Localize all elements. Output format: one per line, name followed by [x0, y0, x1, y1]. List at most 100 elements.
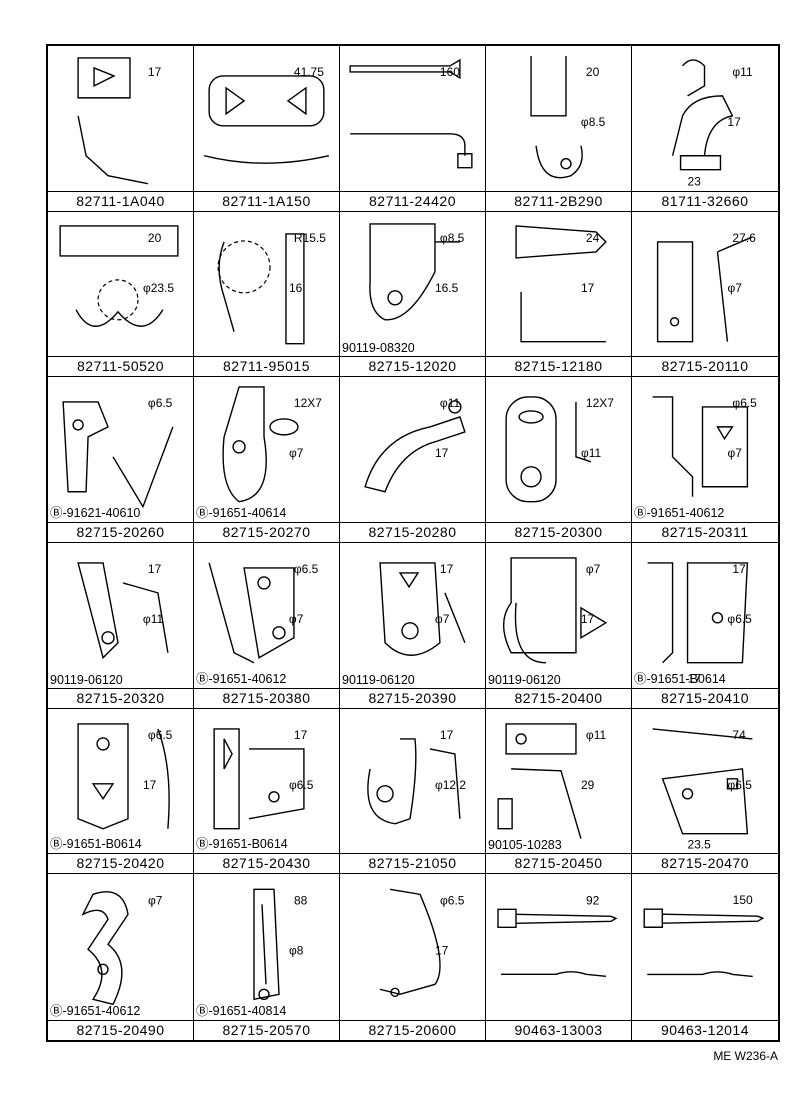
dimension-label: φ7: [289, 612, 304, 626]
dimension-label: 20: [586, 65, 600, 79]
dimension-label: φ7: [435, 612, 450, 626]
part-number: 82715-20600: [340, 1020, 485, 1040]
part-number: 82711-50520: [48, 356, 193, 376]
part-number: 82715-12180: [486, 356, 631, 376]
part-number: 82711-1A150: [194, 190, 339, 211]
l-strap-drawing: 24 17: [486, 212, 631, 357]
dimension-label: 17: [727, 115, 741, 129]
dimension-label: φ6.5: [727, 612, 752, 626]
part-number: 82711-24420: [340, 190, 485, 211]
dimension-label: φ8.5: [440, 231, 465, 245]
part-number: 90463-13003: [486, 1020, 631, 1040]
dimension-label: 16.5: [435, 280, 459, 294]
part-cell: 24 17 82715-12180: [486, 211, 632, 378]
dimension-label: φ8.5: [581, 115, 606, 129]
part-number: 82711-95015: [194, 356, 339, 376]
cable-tie-icon: 92: [486, 874, 631, 1020]
dimension-label: 24: [586, 231, 600, 245]
dimension-label: φ6.5: [148, 396, 173, 410]
part-number: 82715-20570: [194, 1020, 339, 1040]
dimension-label: φ7: [586, 562, 601, 576]
hook-bracket-drawing: 20 φ8.5: [486, 46, 606, 191]
dimension-label: φ7: [289, 446, 304, 460]
dimension-label: 17: [435, 446, 449, 460]
fastener-note: Ⓑ-91651-40612: [196, 671, 287, 686]
dimension-label: φ6.5: [440, 894, 465, 908]
dimension-label: 150: [733, 893, 753, 907]
dimension-label: R15.5: [294, 231, 326, 245]
dimension-label: φ7: [727, 280, 742, 294]
dimension-label: φ6.5: [732, 396, 757, 410]
dimension-label: φ6.5: [289, 777, 314, 791]
fastener-note: 90119-08320: [342, 341, 415, 356]
fastener-note: Ⓑ-91651-B0614: [196, 837, 288, 852]
dimension-label: φ7: [148, 894, 163, 908]
dimension-label: 16: [289, 280, 303, 294]
dimension-label: 17: [581, 280, 595, 294]
dimension-label: 17: [435, 944, 449, 958]
fastener-note: Ⓑ-91651-40612: [634, 506, 725, 520]
part-number: 82715-20490: [48, 1020, 193, 1040]
s-bracket-icon: φ7: [48, 874, 193, 1020]
part-number: 90463-12014: [632, 1020, 778, 1040]
push-clip-wire-icon: 160: [340, 46, 485, 191]
fastener-note: Ⓑ-91621-40610: [50, 506, 141, 520]
part-number: 82715-20400: [486, 687, 631, 708]
s-bracket-drawing: φ7: [48, 874, 163, 1020]
rod-bracket-drawing: 27.6 φ7: [632, 231, 756, 357]
clip-bracket-icon: 17: [48, 46, 193, 191]
dimension-label: 17: [143, 777, 157, 791]
part-number: 82715-20420: [48, 853, 193, 873]
v-bracket-icon: φ6.5: [48, 377, 193, 522]
part-number: 82715-20390: [340, 687, 485, 708]
part-number: 82715-20270: [194, 522, 339, 542]
v-bracket-drawing: φ6.5: [48, 396, 193, 522]
flat-strap-icon: φ6.5 17: [48, 709, 193, 854]
dimension-label: φ6.5: [148, 728, 173, 742]
part-number: 82715-21050: [340, 853, 485, 873]
dimension-label: φ23.5: [143, 280, 174, 294]
dimension-label: φ12.2: [435, 777, 466, 791]
round-clamp-drawing: R15.5 16: [194, 231, 326, 357]
dimension-label: 27.6: [732, 231, 756, 245]
dimension-label: φ6.5: [294, 562, 319, 576]
dimension-label: 17: [148, 562, 162, 576]
part-number: 82715-20320: [48, 687, 193, 708]
fastener-note: 90119-06120: [342, 672, 415, 687]
dimension-label: 88: [294, 894, 308, 908]
part-number: 82715-20110: [632, 356, 778, 376]
foot-bracket-icon: φ6.5 17: [340, 874, 485, 1020]
dimension-label: 92: [586, 894, 600, 908]
part-number: 82715-20260: [48, 522, 193, 542]
